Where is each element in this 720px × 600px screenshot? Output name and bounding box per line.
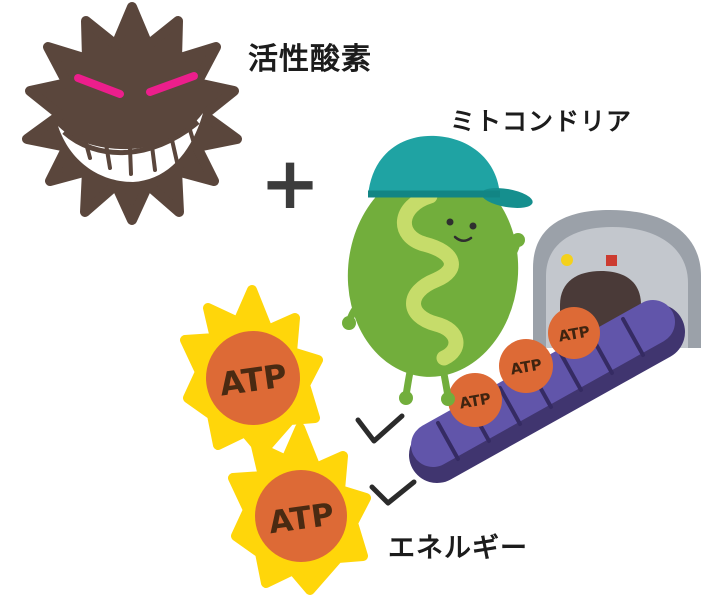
atp-fire-label: ATP: [217, 356, 289, 403]
mito-cristae-squiggle: [397, 188, 464, 366]
flaming-atp-1: ATP: [185, 290, 318, 452]
monster-grin: [58, 113, 203, 182]
flaming-atp-2: ATP: [233, 428, 366, 590]
indicator-light-yellow: [561, 254, 573, 266]
atp-ball-label: ATP: [458, 389, 492, 412]
atp-ball-label: ATP: [557, 322, 591, 345]
atp-fire-ball: [206, 331, 300, 425]
free-radical-monster-icon: [22, 2, 242, 225]
check-mark-1: [355, 413, 405, 444]
mito-right-eye: [469, 222, 477, 230]
atp-ball-label: ATP: [509, 355, 543, 378]
indicator-light-red: [606, 255, 617, 266]
mito-smile: [453, 235, 473, 242]
monster-body: [22, 2, 242, 225]
monster-teeth-lines: [82, 128, 198, 176]
check-mark-2: [369, 479, 417, 506]
atp-ball-on-belt-1: ATP: [448, 373, 502, 427]
mito-cap: [368, 135, 500, 196]
atp-fire-ball: [255, 470, 347, 562]
monster-right-eye: [146, 72, 198, 96]
mito-left-eye: [446, 218, 454, 226]
monster-left-eye: [74, 74, 124, 98]
atp-ball-on-belt-2: ATP: [499, 339, 553, 393]
mito-body: [347, 167, 519, 377]
free-radical-label: 活性酸素: [248, 42, 372, 77]
mitochondria-character-icon: [342, 135, 533, 406]
atp-ball-on-belt-3: ATP: [548, 307, 600, 359]
energy-label: エネルギー: [388, 533, 528, 564]
mitochondria-label: ミトコンドリア: [450, 107, 633, 136]
plus-sign: +: [260, 141, 320, 225]
monster-grin-gap: [62, 120, 200, 156]
